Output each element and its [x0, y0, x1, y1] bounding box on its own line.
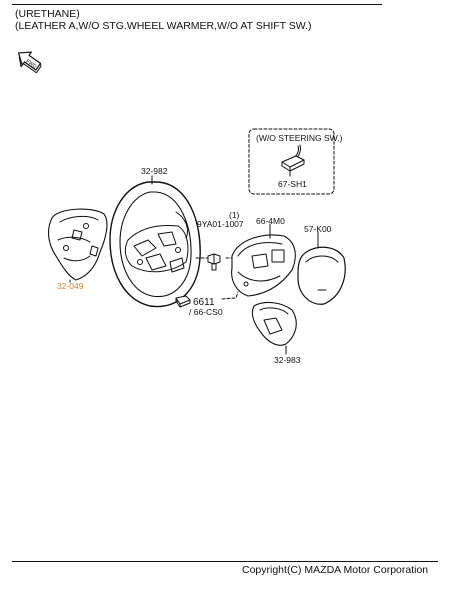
lower-cover-part [251, 301, 297, 346]
connector-sub-number: / 66-CS0 [189, 307, 223, 317]
rear-cover-part [47, 208, 108, 281]
top-rule [12, 4, 382, 5]
airbag-module-part [297, 246, 346, 305]
fwd-arrow-text: FWD [25, 58, 38, 70]
bolt-part-number: 9YA01-1007 [197, 219, 244, 229]
callout-part-number: 67-SH1 [278, 179, 307, 189]
lower-cover-part-number: 32-983 [274, 355, 301, 365]
connector-part-number: 6611 [193, 297, 215, 308]
wheel-part-number: 32-982 [141, 166, 168, 176]
connector-part [175, 295, 191, 308]
rear-cover-part-number: 32-049 [57, 281, 84, 291]
connector-leader [221, 291, 239, 300]
horn-pad-base-part [231, 234, 296, 297]
copyright-text: Copyright(C) MAZDA Motor Corporation [242, 564, 429, 576]
horn-pad-base-part-number: 66-4M0 [256, 216, 285, 226]
bolt-quantity: (1) [229, 210, 240, 220]
header-line-1: (URETHANE) [15, 8, 80, 20]
steering-switch-plug [281, 144, 305, 177]
header-line-2: (LEATHER A,W/O STG.WHEEL WARMER,W/O AT S… [15, 20, 312, 32]
bolt-part [207, 253, 221, 271]
callout-title: (W/O STEERING SW.) [256, 133, 343, 143]
steering-wheel-part [109, 181, 201, 308]
airbag-part-number: 57-K00 [304, 224, 332, 234]
fwd-arrow-icon: FWD [17, 51, 42, 74]
bottom-rule [12, 561, 438, 562]
callout-box [248, 128, 335, 195]
